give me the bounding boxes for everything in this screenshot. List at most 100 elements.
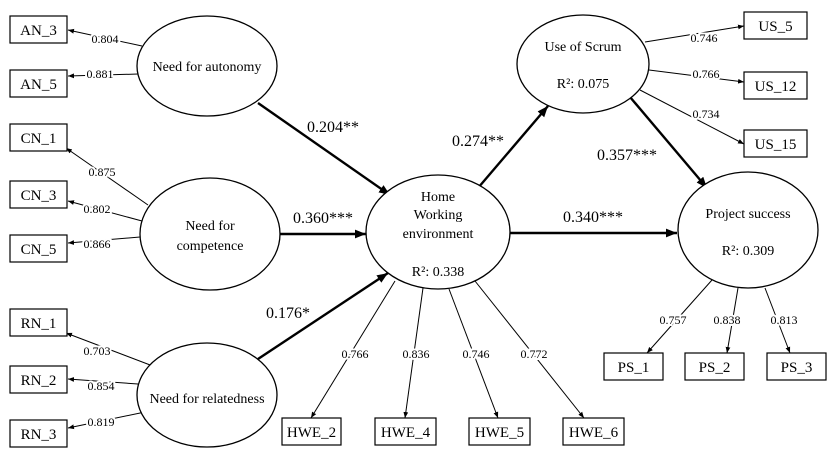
loading-value-cn-1: 0.875 — [89, 165, 116, 179]
indicator-box-us-12 — [743, 71, 808, 100]
indicator-label-us-5: US_5 — [758, 19, 792, 35]
loading-arrow-rn-3 — [67, 411, 146, 430]
path-arrow-na-to-hwe — [257, 102, 391, 196]
indicator-box-ps-3 — [766, 352, 827, 381]
r2-label-us: R²: 0.075 — [557, 77, 609, 92]
indicator-box-ps-2 — [684, 352, 745, 381]
latent-label-ps: Project success — [705, 207, 790, 222]
loading-value-rn-2: 0.854 — [88, 379, 115, 393]
connector-layer — [65, 24, 791, 430]
loading-value-ps-3: 0.813 — [771, 313, 798, 327]
indicator-label-hwe-5: HWE_5 — [475, 425, 524, 441]
shape-layer — [9, 11, 827, 448]
r2-label-ps: R²: 0.309 — [722, 244, 774, 259]
indicator-box-us-15 — [743, 129, 808, 158]
indicator-box-hwe-6 — [562, 417, 625, 446]
loading-value-rn-3: 0.819 — [88, 415, 115, 429]
loading-arrow-cn-3 — [67, 200, 143, 222]
latent-label-nc: competence — [177, 239, 244, 254]
latent-nr — [136, 342, 278, 448]
path-coef-hwe-to-us: 0.274** — [452, 133, 504, 150]
indicator-box-rn-3 — [9, 419, 68, 448]
path-coef-hwe-to-ps: 0.340*** — [563, 209, 623, 226]
path-arrow-us-to-ps — [629, 96, 708, 189]
latent-label-hwe: Working — [414, 208, 463, 223]
latent-label-hwe: Home — [421, 190, 455, 205]
loading-value-hwe-6: 0.772 — [521, 347, 548, 361]
latent-na — [136, 15, 278, 117]
indicator-label-hwe-6: HWE_6 — [569, 425, 619, 441]
indicator-box-hwe-5 — [468, 417, 531, 446]
indicator-label-us-15: US_15 — [755, 137, 797, 153]
indicator-label-ps-1: PS_1 — [618, 360, 650, 376]
latent-label-nc: Need for — [185, 219, 235, 234]
loading-arrow-hwe-6 — [474, 280, 585, 419]
loading-arrow-us-5 — [644, 24, 745, 43]
indicator-label-cn-3: CN_3 — [21, 188, 57, 204]
indicator-label-an-5: AN_5 — [20, 77, 57, 93]
indicator-label-rn-1: RN_1 — [21, 316, 57, 332]
path-coef-nr-to-hwe: 0.176* — [266, 305, 310, 322]
latent-label-na: Need for autonomy — [153, 60, 262, 75]
indicator-box-rn-2 — [9, 365, 68, 394]
path-arrow-nr-to-hwe — [257, 271, 389, 361]
loading-value-rn-1: 0.703 — [84, 344, 111, 358]
indicator-box-cn-5 — [9, 234, 68, 263]
latent-label-nr: Need for relatedness — [149, 392, 264, 407]
loading-arrow-hwe-4 — [403, 287, 424, 419]
indicator-label-hwe-4: HWE_4 — [381, 425, 431, 441]
r2-label-hwe: R²: 0.338 — [412, 265, 464, 280]
loading-arrow-cn-1 — [65, 147, 149, 206]
loading-arrow-an-3 — [67, 28, 143, 47]
loading-value-cn-3: 0.802 — [84, 202, 111, 216]
latent-hwe — [365, 174, 511, 290]
loading-arrow-an-5 — [67, 73, 139, 79]
latent-ps — [677, 171, 819, 289]
indicator-label-cn-1: CN_1 — [21, 131, 57, 147]
loading-value-hwe-5: 0.746 — [463, 347, 490, 361]
indicator-label-rn-2: RN_2 — [21, 373, 57, 389]
indicator-box-an-5 — [9, 69, 68, 98]
loading-value-us-5: 0.746 — [691, 31, 718, 45]
loading-arrow-rn-2 — [67, 377, 139, 385]
loading-arrow-hwe-2 — [310, 280, 396, 419]
loading-value-ps-1: 0.757 — [660, 313, 687, 327]
latent-label-us: Use of Scrum — [545, 40, 622, 55]
loading-arrow-rn-1 — [65, 332, 159, 369]
indicator-label-hwe-2: HWE_2 — [287, 425, 336, 441]
indicator-label-rn-3: RN_3 — [21, 427, 57, 443]
indicator-box-rn-1 — [9, 308, 68, 337]
loading-value-an-5: 0.881 — [87, 67, 114, 81]
indicator-label-us-12: US_12 — [755, 79, 797, 95]
loading-arrow-cn-5 — [67, 236, 141, 245]
indicator-box-an-3 — [9, 15, 68, 44]
loading-arrow-ps-1 — [646, 279, 713, 354]
indicator-label-an-3: AN_3 — [20, 23, 57, 39]
loading-value-hwe-2: 0.766 — [342, 347, 369, 361]
path-coef-us-to-ps: 0.357*** — [597, 147, 657, 164]
loading-arrow-us-12 — [648, 69, 745, 84]
latent-label-hwe: environment — [403, 227, 474, 242]
indicator-box-cn-1 — [9, 123, 68, 152]
loading-value-us-12: 0.766 — [693, 67, 720, 81]
indicator-box-ps-1 — [603, 352, 664, 381]
indicator-box-us-5 — [743, 11, 808, 40]
loading-arrow-ps-3 — [764, 287, 791, 354]
loading-arrow-hwe-5 — [448, 288, 499, 419]
latent-us — [516, 14, 650, 114]
path-coef-nc-to-hwe: 0.360*** — [293, 210, 353, 227]
indicator-label-cn-5: CN_5 — [21, 242, 57, 258]
loading-value-us-15: 0.734 — [693, 107, 720, 121]
indicator-box-hwe-2 — [281, 417, 342, 446]
indicator-box-cn-3 — [9, 180, 68, 209]
indicator-label-ps-2: PS_2 — [699, 360, 731, 376]
loading-value-an-3: 0.804 — [92, 32, 119, 46]
loading-arrow-us-15 — [639, 89, 745, 145]
path-coef-na-to-hwe: 0.204** — [307, 119, 359, 136]
indicator-box-hwe-4 — [374, 417, 437, 446]
indicator-label-ps-3: PS_3 — [781, 360, 813, 376]
loading-value-ps-2: 0.838 — [714, 313, 741, 327]
loading-value-cn-5: 0.866 — [84, 237, 111, 251]
